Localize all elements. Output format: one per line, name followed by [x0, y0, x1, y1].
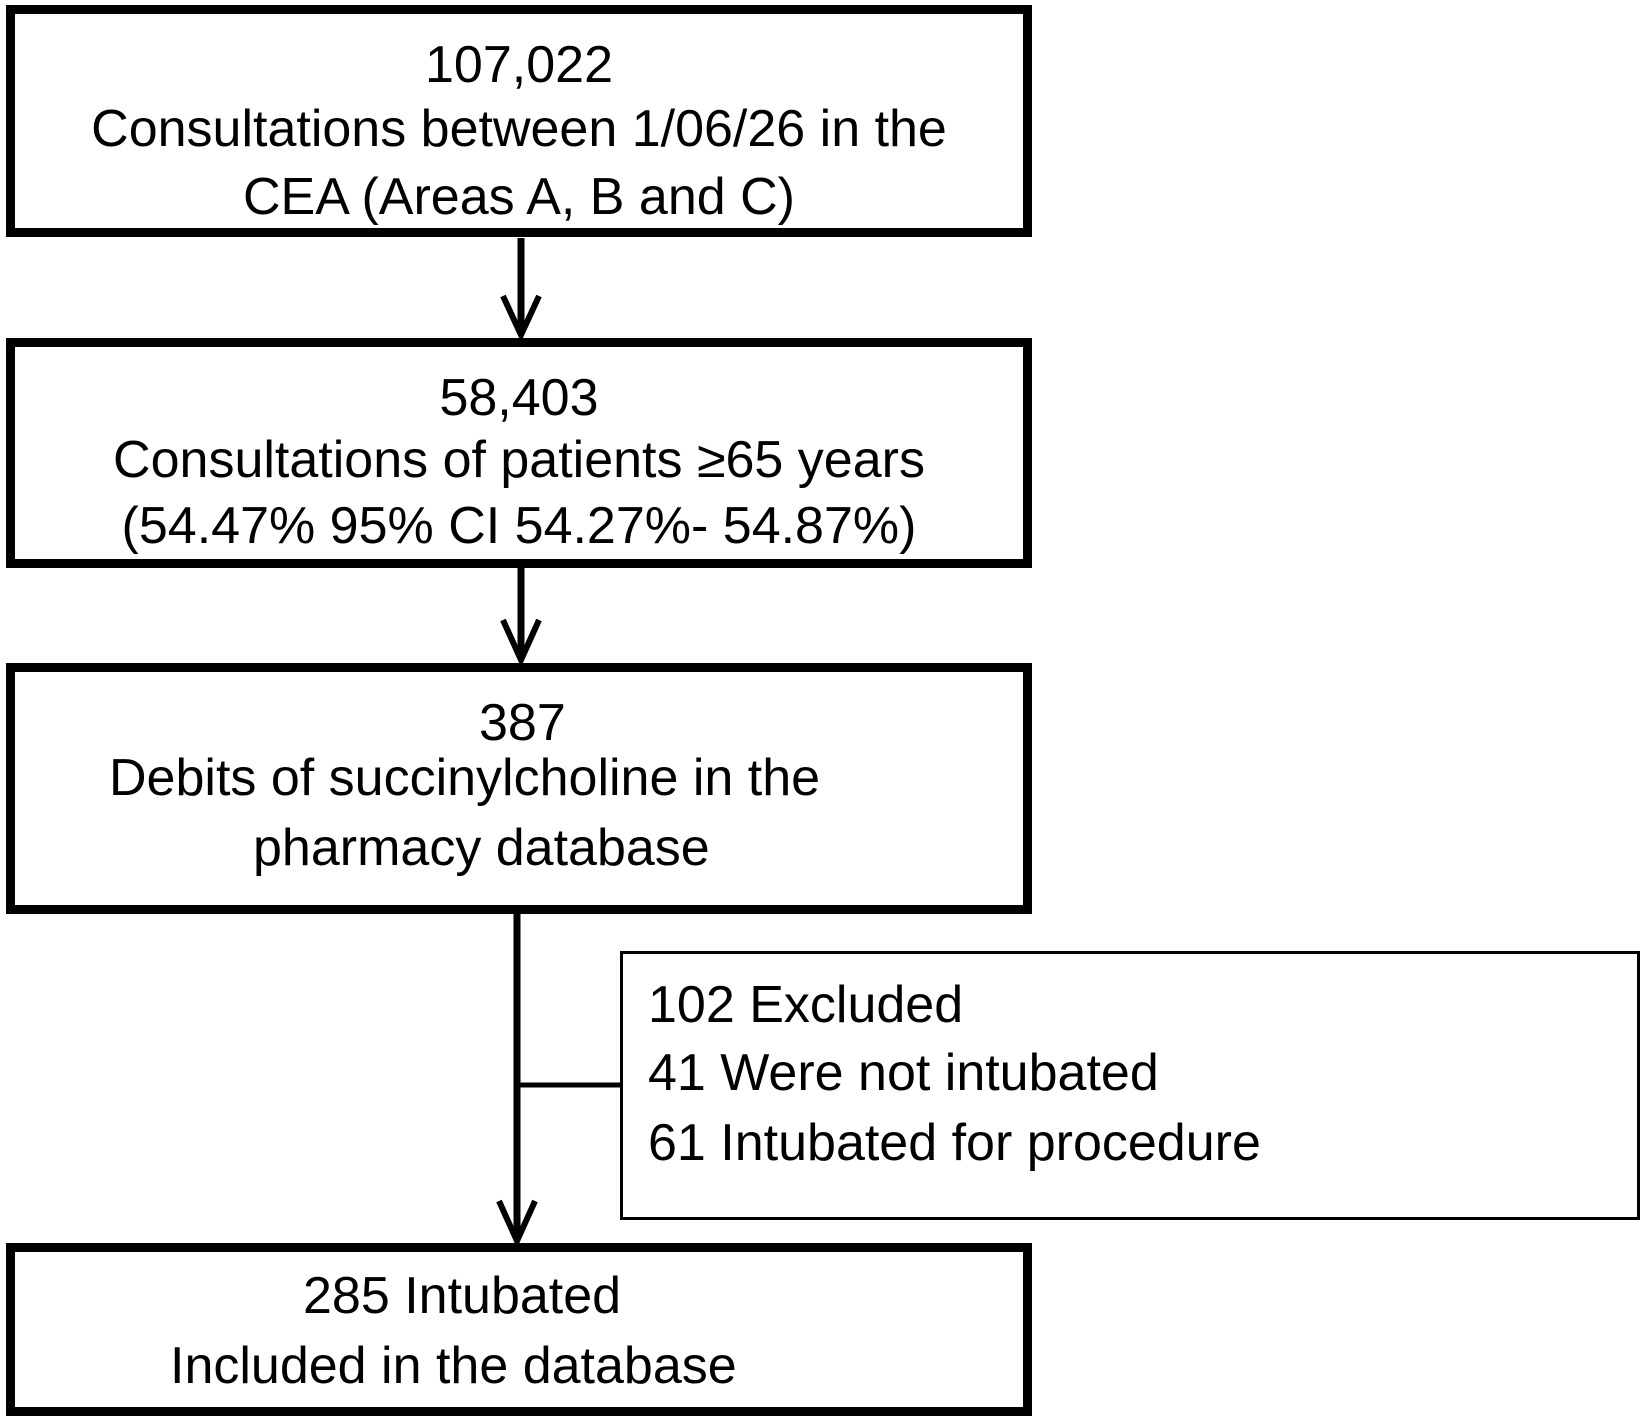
- elderly-consultations-box: 58,403 Consultations of patients ≥65 yea…: [6, 338, 1032, 568]
- consultations-box: 107,022 Consultations between 1/06/26 in…: [6, 5, 1032, 237]
- included-count: 285 Intubated: [303, 1267, 622, 1325]
- elderly-count: 58,403: [439, 369, 599, 427]
- consultations-line-1: Consultations between 1/06/26 in the: [91, 100, 947, 158]
- succinylcholine-count: 387: [479, 694, 566, 752]
- excluded-not-intubated: 41 Were not intubated: [648, 1044, 1159, 1102]
- excluded-total: 102 Excluded: [648, 976, 964, 1034]
- arrow-1: [500, 238, 542, 343]
- included-line-2: Included in the database: [170, 1337, 737, 1395]
- succinylcholine-box: 387 Debits of succinylcholine in the pha…: [6, 663, 1032, 914]
- consultations-count: 107,022: [425, 36, 613, 94]
- included-box: 285 Intubated Included in the database: [6, 1243, 1032, 1416]
- arrow-3: [496, 912, 538, 1249]
- elderly-line-2: (54.47% 95% CI 54.27%- 54.87%): [121, 497, 917, 555]
- elderly-line-1: Consultations of patients ≥65 years: [113, 431, 925, 489]
- consultations-line-2: CEA (Areas A, B and C): [242, 168, 796, 226]
- excluded-box: 102 Excluded 41 Were not intubated 61 In…: [620, 951, 1640, 1220]
- succinylcholine-line-1: Debits of succinylcholine in the: [109, 749, 821, 807]
- succinylcholine-line-2: pharmacy database: [253, 819, 710, 877]
- arrow-2: [500, 566, 542, 668]
- excluded-procedure: 61 Intubated for procedure: [648, 1114, 1261, 1172]
